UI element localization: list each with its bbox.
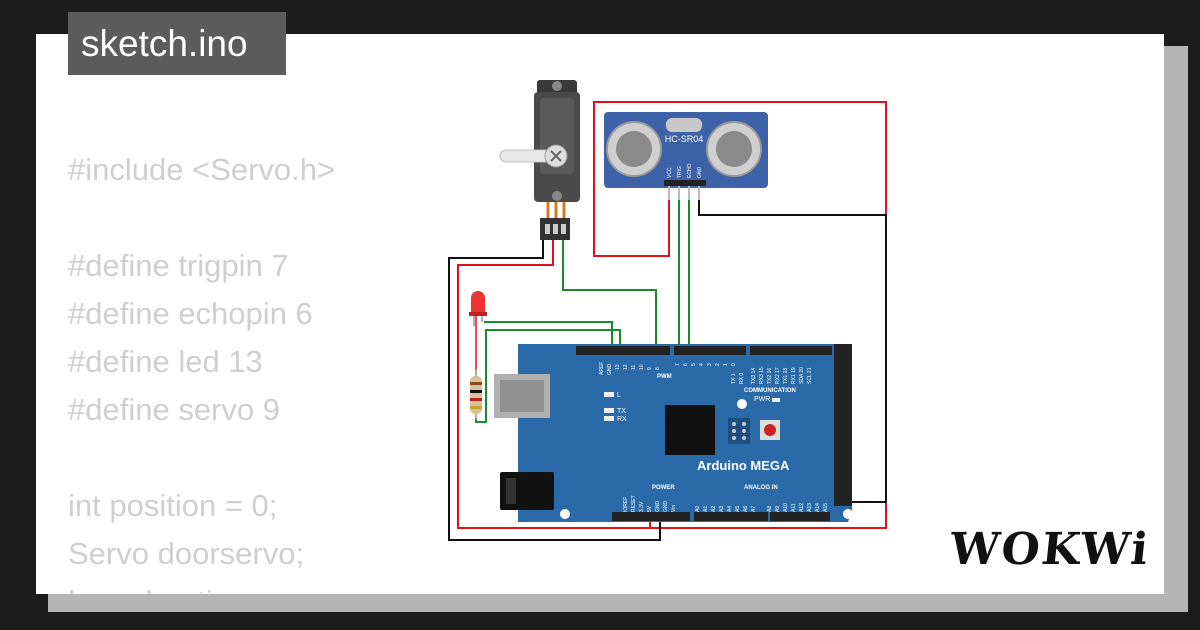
pwr-label: PWR	[754, 396, 770, 403]
code-preview: #include <Servo.h> #define trigpin 7 #de…	[68, 146, 448, 594]
code-line: #define led 13	[68, 344, 263, 379]
arduino-mega-board: L TX RX PWR Arduino MEGA PWM COMMUNICATI…	[494, 344, 853, 522]
analog-pin-label: A2	[711, 506, 717, 512]
pin-label: 2	[715, 363, 721, 366]
analog-pin-label: A10	[783, 503, 789, 512]
comm-pin-label: RX1 19	[791, 367, 797, 384]
analog-pin-label: A4	[727, 506, 733, 512]
power-pin-label: IOREF	[623, 497, 629, 512]
power-pin-label: RESET	[631, 495, 637, 512]
code-line: #define echopin 6	[68, 296, 313, 331]
communication-label: COMMUNICATION	[744, 388, 796, 394]
power-pin-label: GND	[655, 501, 661, 513]
comm-pin-label: SDA 20	[799, 367, 805, 384]
servo-motor	[499, 80, 580, 240]
comm-pin-label: TX3 14	[751, 368, 757, 384]
pin-label: 10	[639, 364, 645, 370]
analog-pin-label: A7	[751, 506, 757, 512]
sensor-pin-label: ECHO	[687, 163, 693, 178]
analog-pin-label: A13	[807, 503, 813, 512]
hc-sr04-sensor: HC-SR04 VCC TRIG ECHO GND	[604, 112, 768, 200]
pin-label: 8	[655, 367, 661, 370]
led-l-label: L	[617, 392, 621, 399]
wokwi-logo: WOKWi	[947, 524, 1153, 575]
pin-label: 12	[623, 364, 629, 370]
wires	[448, 101, 887, 541]
comm-pin-label: SCL 21	[807, 367, 813, 384]
analog-pin-label: A11	[791, 503, 797, 512]
sensor-pin-label: TRIG	[677, 166, 683, 178]
wire-green-resistor	[475, 329, 621, 423]
led-rx-label: RX	[617, 416, 627, 423]
comm-pin-label: RX2 17	[775, 367, 781, 384]
analog-pin-label: A8	[767, 506, 773, 512]
comm-pin-label: TX2 16	[767, 368, 773, 384]
preview-card: #include <Servo.h> #define trigpin 7 #de…	[36, 34, 1164, 594]
analog-pin-label: A1	[703, 506, 709, 512]
comm-pin-label: TX 1	[731, 373, 737, 384]
wire-black-sensor-gnd	[698, 196, 887, 503]
pin-label: 1	[723, 363, 729, 366]
wire-green-servo-signal	[562, 240, 657, 345]
red-led	[469, 291, 487, 326]
wire-black-servo-gnd	[448, 240, 661, 541]
power-pin-label: 5V	[647, 505, 653, 512]
analog-pin-label: A9	[775, 506, 781, 512]
pin-label: 6	[683, 363, 689, 366]
analog-pin-label: A0	[695, 506, 701, 512]
pin-label: 3	[707, 363, 713, 366]
sensor-pin-label: VCC	[667, 167, 673, 178]
resistor	[470, 370, 482, 420]
pin-label: 4	[699, 363, 705, 366]
analog-pin-label: A15	[823, 503, 829, 512]
power-pin-label: GND	[663, 501, 669, 513]
board-name: Arduino MEGA	[697, 458, 790, 473]
code-line: long duration;	[68, 578, 448, 594]
wire-green-led	[484, 321, 613, 345]
file-name-tab: sketch.ino	[68, 12, 286, 75]
pin-label: 0	[731, 363, 737, 366]
analog-pin-label: A6	[743, 506, 749, 512]
pin-label: 5	[691, 363, 697, 366]
power-label: POWER	[652, 485, 675, 491]
circuit-diagram: HC-SR04 VCC TRIG ECHO GND	[448, 80, 887, 541]
comm-pin-label: TX1 18	[783, 368, 789, 384]
analog-pin-label: A14	[815, 503, 821, 512]
pwm-label: PWM	[657, 374, 672, 380]
analog-pin-label: A3	[719, 506, 725, 512]
pin-label: GND	[607, 364, 613, 376]
sensor-pin-label: GND	[697, 167, 703, 179]
pin-label: 13	[615, 364, 621, 370]
comm-pin-label: RX3 15	[759, 367, 765, 384]
code-line: #define servo 9	[68, 392, 280, 427]
pin-label: 7	[675, 363, 681, 366]
sensor-name: HC-SR04	[665, 134, 704, 144]
analog-pin-label: A12	[799, 503, 805, 512]
pin-label: 9	[647, 367, 653, 370]
power-pin-label: 3.3V	[639, 501, 645, 512]
pin-label: AREF	[599, 362, 605, 375]
led-tx-label: TX	[617, 408, 626, 415]
analog-pin-label: A5	[735, 506, 741, 512]
comm-pin-label: RX 0	[739, 373, 745, 384]
code-line: int position = 0;	[68, 488, 278, 523]
code-line: Servo doorservo;	[68, 536, 305, 571]
analog-in-label: ANALOG IN	[744, 485, 778, 491]
code-line: #define trigpin 7	[68, 248, 289, 283]
power-pin-label: Vin	[671, 505, 677, 512]
code-line: #include <Servo.h>	[68, 152, 336, 187]
pin-label: 11	[631, 365, 637, 370]
